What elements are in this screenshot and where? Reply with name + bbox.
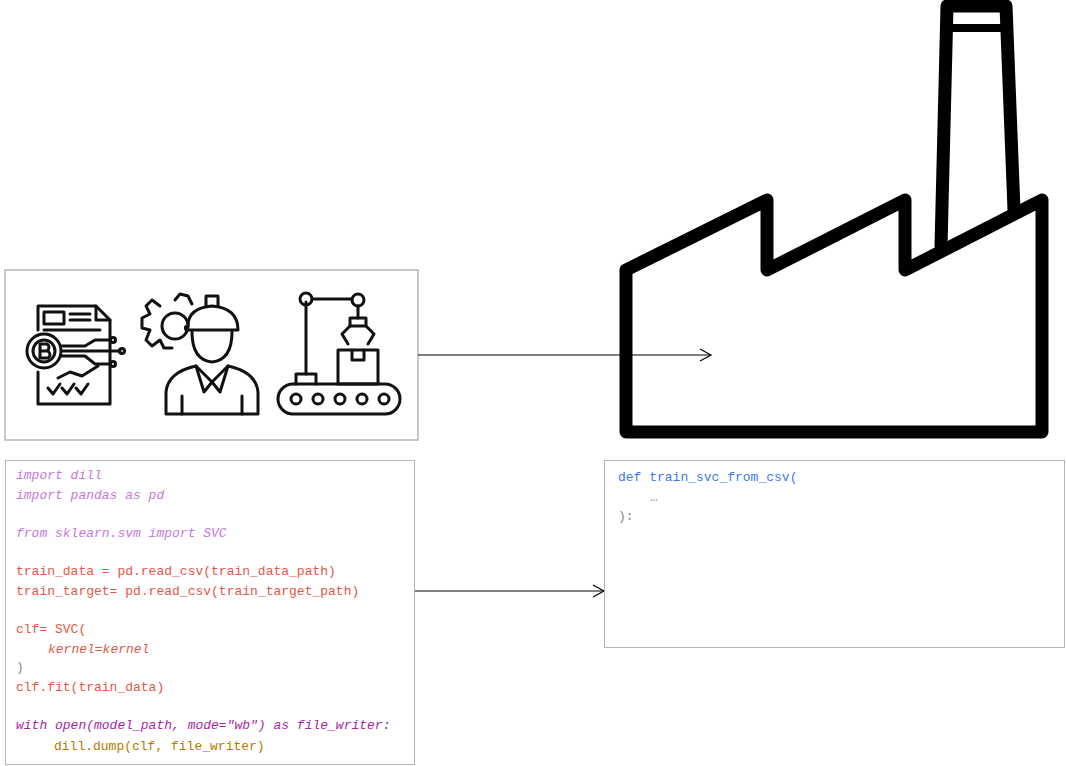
code-line: import pandas as pd: [16, 486, 164, 505]
function-box: def train_svc_from_csv(…):: [604, 460, 1065, 648]
code-line: clf.fit(train_data): [16, 678, 164, 697]
code-line: ): [16, 658, 24, 677]
code-line: import dill: [16, 466, 102, 485]
code-line: train_data = pd.read_csv(train_data_path…: [16, 562, 336, 581]
code-line: def train_svc_from_csv(: [618, 468, 797, 487]
code-line: …: [650, 488, 658, 507]
code-line: clf= SVC(: [16, 620, 86, 639]
document-icon: [27, 306, 125, 404]
code-line: train_target= pd.read_csv(train_target_p…: [16, 582, 359, 601]
code-box: import dillimport pandas as pd from sklea…: [5, 460, 415, 765]
flow-arrow: [415, 590, 604, 591]
code-line: kernel=kernel: [48, 640, 149, 659]
icon-panel: [5, 270, 418, 440]
flow-arrow: [418, 354, 711, 355]
robot-arm-icon: [278, 293, 400, 414]
worker-icon: [142, 294, 258, 414]
code-line: ):: [618, 507, 634, 526]
code-line: dill.dump(clf, file_writer): [54, 737, 265, 756]
code-line: with open(model_path, mode="wb") as file…: [16, 716, 390, 735]
code-line: from sklearn.svm import SVC: [16, 524, 227, 543]
factory-outline: [626, 6, 1042, 432]
